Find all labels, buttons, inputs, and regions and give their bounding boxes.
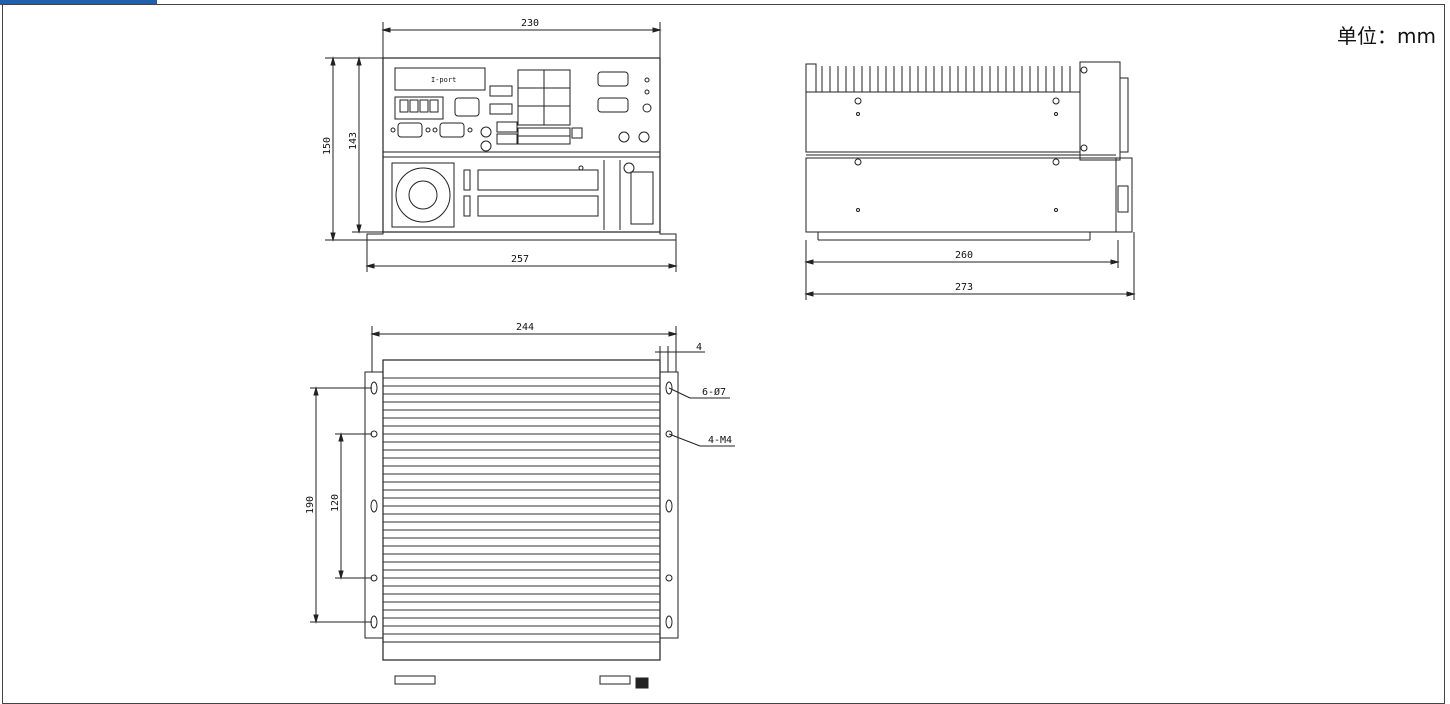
dim-front-width-bottom: 257 (511, 254, 529, 265)
dim-bottom-width: 244 (516, 322, 534, 333)
side-view (804, 61, 1136, 300)
front-panel-label: I-port (431, 76, 456, 84)
dim-front-height-inner: 143 (348, 132, 359, 150)
dim-side-length-inner: 260 (955, 250, 973, 261)
dim-bottom-height-inner: 120 (330, 494, 341, 512)
dim-bottom-height-outer: 190 (305, 496, 316, 514)
dim-front-width-top: 230 (521, 18, 539, 29)
dim-front-height-outer: 150 (322, 137, 333, 155)
unit-label: 单位：mm (1337, 24, 1436, 48)
header-accent-bar (0, 0, 157, 5)
dim-side-length-outer: 273 (955, 282, 973, 293)
front-view (325, 22, 678, 272)
callout-screws: 4-M4 (708, 435, 732, 446)
callout-holes: 6-Ø7 (702, 386, 726, 398)
dim-bottom-offset: 4 (696, 342, 702, 353)
bottom-view (310, 326, 735, 689)
